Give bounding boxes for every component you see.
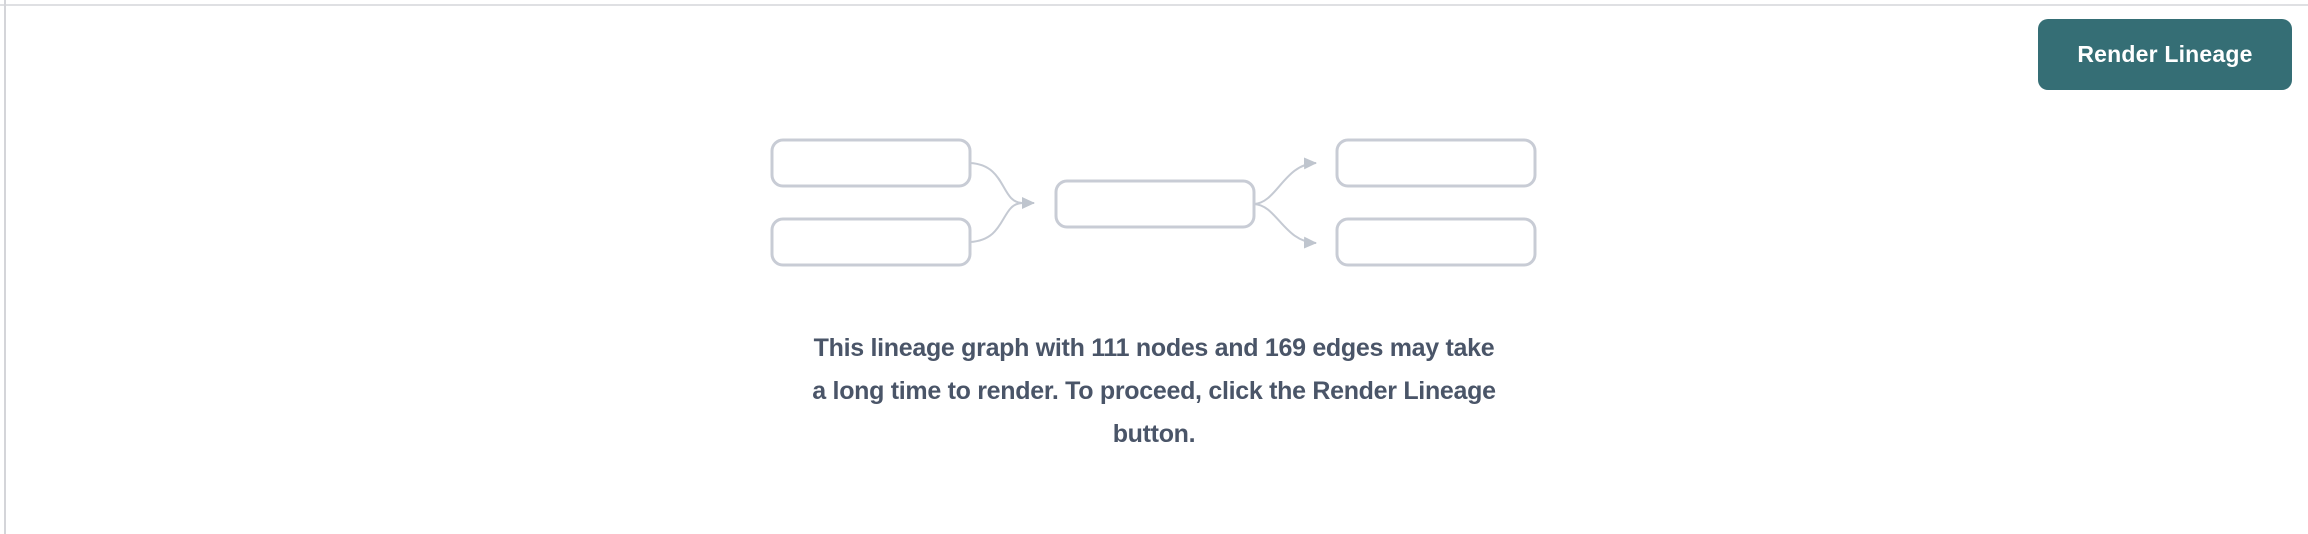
edge-right-bottom [1253,203,1317,249]
placeholder-node-left-top [770,138,972,188]
placeholder-node-right-bottom [1335,217,1537,267]
edge-right-top [1253,157,1317,205]
lineage-warning-message: This lineage graph with 111 nodes and 16… [812,327,1496,456]
lineage-warning-line-2: a long time to render. To proceed, click… [812,377,1496,405]
placeholder-node-left-bottom [770,217,972,267]
placeholder-node-right-top [1335,138,1537,188]
lineage-placeholder-illustration [769,138,1539,270]
lineage-warning-line-1: This lineage graph with 111 nodes and 16… [813,334,1495,362]
lineage-placeholder-svg [770,138,1537,267]
edge-left-bottom [969,202,1023,243]
placeholder-nodes [770,138,1537,267]
edge-left-top [969,162,1023,204]
pane-top-border [0,4,2308,6]
lineage-warning-line-3: button. [1112,420,1196,448]
render-lineage-button[interactable]: Render Lineage [2038,19,2292,90]
pane-left-border [4,0,6,534]
placeholder-node-middle [1054,179,1256,229]
placeholder-edges [969,157,1317,249]
